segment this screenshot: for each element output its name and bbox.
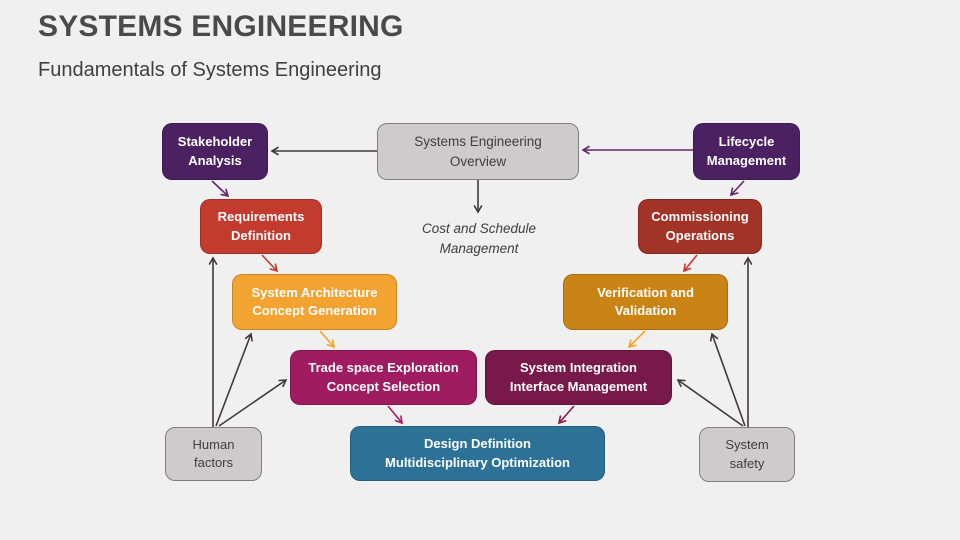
arrow-trade-space-to-design-definition (387, 405, 404, 425)
node-systems-engineering-overview: Systems Engineering Overview (377, 123, 579, 180)
arrow-system-safety-to-system-integration (676, 379, 744, 427)
node-requirements-definition: Requirements Definition (200, 199, 322, 254)
node-system-integration-interface-management: System Integration Interface Management (485, 350, 672, 405)
node-design-definition-multidisciplinary-optimization: Design Definition Multidisciplinary Opti… (350, 426, 605, 481)
arrow-human-factors-to-system-architecture (215, 332, 253, 427)
arrow-stakeholder-to-requirements (211, 180, 230, 198)
node-human-factors: Human factors (165, 427, 262, 481)
node-stakeholder-analysis: Stakeholder Analysis (162, 123, 268, 180)
node-lifecycle-management: Lifecycle Management (693, 123, 800, 180)
arrow-system-safety-to-verification (709, 332, 746, 427)
node-system-architecture-concept-generation: System Architecture Concept Generation (232, 274, 397, 330)
arrow-lifecycle-to-commissioning (729, 180, 745, 197)
node-verification-and-validation: Verification and Validation (563, 274, 728, 330)
arrow-verification-to-system-integration (627, 330, 646, 349)
node-commissioning-operations: Commissioning Operations (638, 199, 762, 254)
arrow-system-integration-to-design-definition (557, 405, 575, 425)
arrow-requirements-to-system-architecture (261, 254, 279, 273)
arrow-system-architecture-to-trade-space (319, 330, 336, 349)
arrow-human-factors-to-trade-space (218, 379, 288, 427)
node-system-safety: System safety (699, 427, 795, 482)
node-trade-space-exploration-concept-selection: Trade space Exploration Concept Selectio… (290, 350, 477, 405)
label-cost-and-schedule-management: Cost and Schedule Management (421, 221, 537, 256)
arrow-commissioning-to-verification (682, 254, 698, 273)
page-title: SYSTEMS ENGINEERING (38, 10, 404, 43)
page-subtitle: Fundamentals of Systems Engineering (38, 59, 382, 81)
